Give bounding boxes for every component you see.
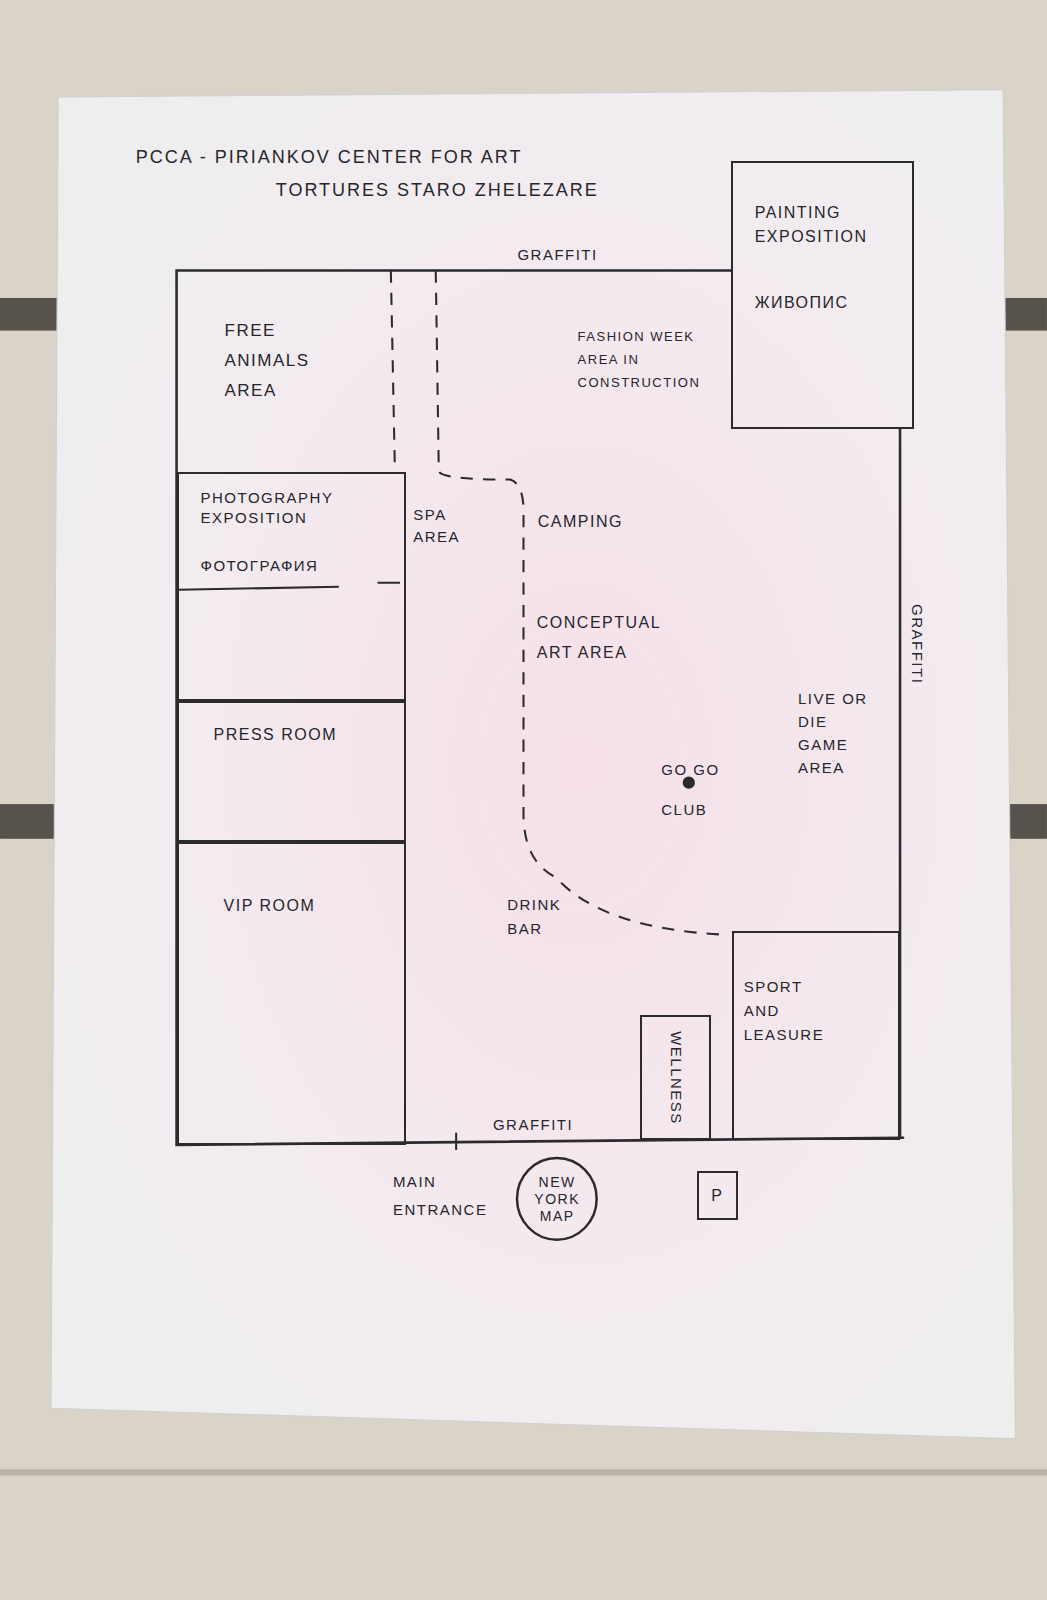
- wall-note: GRAFFITI: [907, 604, 927, 684]
- paper-sheet: [51, 90, 1015, 1439]
- area-label: LIVE OR DIE GAME AREA: [798, 687, 874, 779]
- dashed-path: [391, 270, 395, 472]
- room-name: VIP ROOM: [224, 896, 404, 916]
- room-box: SPORT AND LEASURE: [732, 931, 900, 1140]
- club-dot: [684, 778, 694, 788]
- room-name: ЖИВОПИС: [755, 293, 913, 313]
- room-name: NEW YORK MAP: [530, 1174, 584, 1225]
- room-name: P: [711, 1186, 723, 1206]
- area-label: GO GO CLUB: [661, 750, 723, 830]
- area-label: CAMPING: [538, 512, 623, 532]
- room-name: WELLNESS: [666, 1031, 686, 1125]
- exhibition-room: PAINTING EXPOSITION ЖИВОПИС: [731, 161, 915, 428]
- entrance-mark: [455, 1133, 457, 1150]
- building-wall: [177, 270, 904, 1144]
- room-box: PRESS ROOM: [177, 701, 406, 842]
- dashed-path: [436, 270, 725, 934]
- area-label: FASHION WEEK AREA IN CONSTRUCTION: [578, 325, 720, 394]
- room-box: VIP ROOM: [177, 842, 406, 1145]
- room-name: ФОТОГРАФИЯ: [201, 556, 404, 576]
- room-divider: [179, 583, 400, 590]
- parking-sign: P: [697, 1171, 738, 1220]
- map-title: PCCA - PIRIANKOV CENTER FOR ART TORTURES…: [136, 141, 616, 207]
- area-label: DRINK BAR: [507, 893, 569, 941]
- room-name: PRESS ROOM: [214, 725, 404, 745]
- room-name: PAINTING EXPOSITION: [755, 201, 895, 249]
- exhibition-room: PHOTOGRAPHY EXPOSITION ФОТОГРАФИЯ: [177, 472, 406, 701]
- map-circle: NEW YORK MAP: [515, 1156, 599, 1242]
- circle-outline: [517, 1158, 597, 1240]
- plank-gap: [0, 1469, 1047, 1475]
- wall-note: GRAFFITI: [493, 1115, 573, 1135]
- wall-note: GRAFFITI: [517, 245, 597, 265]
- entrance-label: MAIN ENTRANCE: [393, 1168, 488, 1224]
- area-label: SPA AREA: [413, 504, 468, 548]
- room-name: PHOTOGRAPHY EXPOSITION: [201, 488, 351, 528]
- room-name: SPORT AND LEASURE: [744, 975, 834, 1047]
- area-label: FREE ANIMALS AREA: [225, 316, 335, 406]
- room-box: WELLNESS: [640, 1015, 711, 1139]
- area-label: CONCEPTUAL ART AREA: [537, 608, 667, 668]
